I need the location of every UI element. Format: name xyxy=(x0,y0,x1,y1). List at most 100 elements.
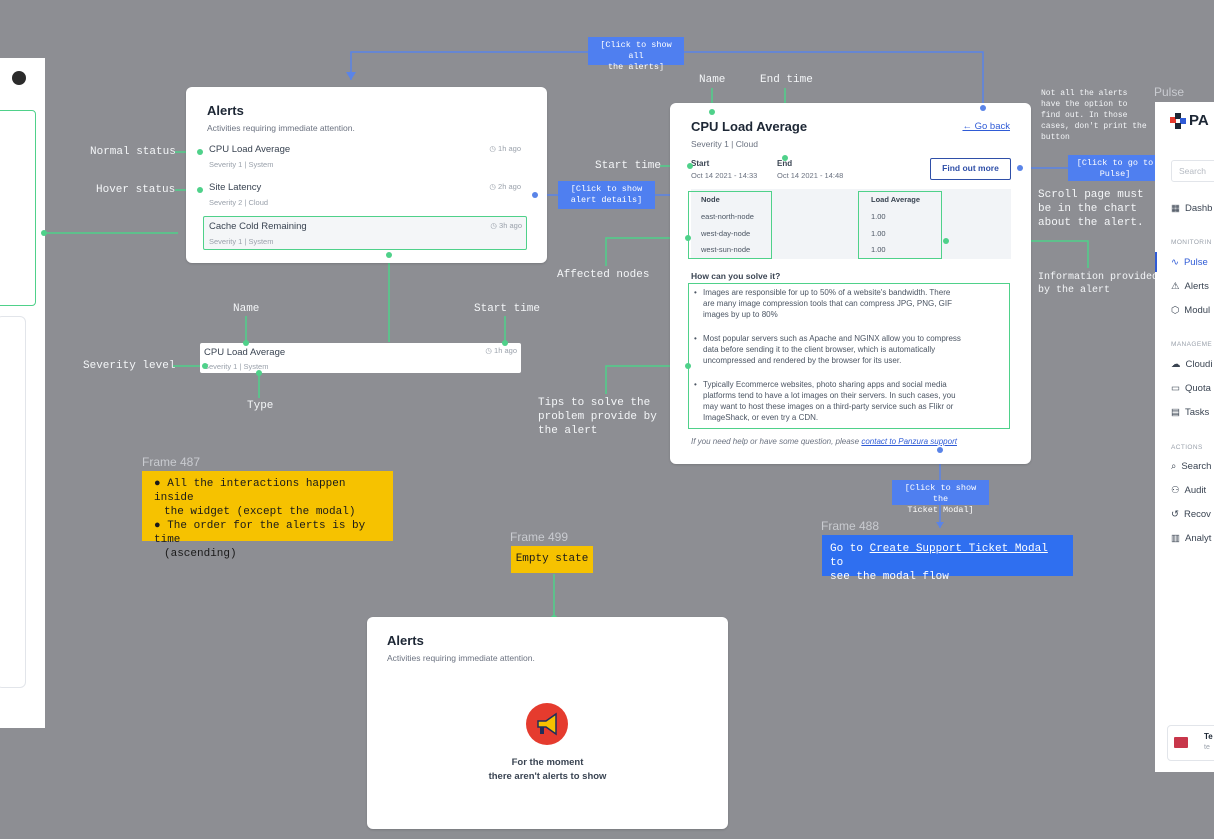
annotation-hover-status: Hover status xyxy=(96,184,176,196)
tip-line: uncompressed and rendered by the browser… xyxy=(703,356,902,365)
user-name: Te xyxy=(1204,732,1213,741)
note-text: Go to xyxy=(830,543,870,555)
alert-row[interactable]: Site Latency Severity 2 | Cloud ◷ 2h ago xyxy=(203,178,525,210)
layers-icon: ▭ xyxy=(1171,383,1180,394)
sidebar-item-pulse[interactable]: ∿ Pulse xyxy=(1171,257,1208,268)
support-link[interactable]: contact to Panzura support xyxy=(861,437,957,446)
note-text: The order for the alerts is by time xyxy=(154,520,366,546)
create-ticket-link[interactable]: Create Support Ticket Modal xyxy=(869,543,1048,555)
search-input[interactable]: Search xyxy=(1171,160,1214,182)
solve-title: How can you solve it? xyxy=(691,271,781,281)
tip-line: may want to host these images on a third… xyxy=(703,402,954,411)
alert-row-anatomy[interactable]: CPU Load Average Severity 1 | System ◷ 1… xyxy=(200,343,521,373)
sidebar-item-label: Search xyxy=(1181,461,1212,472)
table-cell-load: 1.00 xyxy=(871,212,886,221)
logo-text: PA xyxy=(1189,112,1209,129)
connector-dot xyxy=(197,149,203,155)
table-cell-node: west-day-node xyxy=(701,229,751,238)
frame-499-label: Frame 499 xyxy=(510,530,569,544)
sidebar-item-modules[interactable]: ⬡Modul xyxy=(1171,305,1210,316)
alert-meta: Severity 1 | System xyxy=(209,237,274,246)
logo-mark-icon xyxy=(1170,112,1186,129)
avatar[interactable] xyxy=(12,71,26,85)
connector-dot xyxy=(937,447,943,453)
sidebar-item-tasks[interactable]: ▤Tasks xyxy=(1171,407,1209,418)
sidebar-item-recover[interactable]: ↺Recov xyxy=(1171,509,1211,520)
load-column xyxy=(858,191,942,259)
help-text: If you need help or have some question, … xyxy=(691,437,957,446)
annotation-type: Type xyxy=(247,400,274,412)
sidebar-item-label: Pulse xyxy=(1183,257,1208,268)
sidebar-item-alerts[interactable]: ⚠Alerts xyxy=(1171,281,1209,292)
find-out-more-button[interactable]: Find out more xyxy=(930,158,1011,180)
annotation-name: Name xyxy=(233,303,260,315)
alert-meta: Severity 1 | System xyxy=(204,362,269,371)
sidebar-item-audit[interactable]: ⚇Audit xyxy=(1171,485,1206,496)
tip-item: • Most popular servers such as Apache an… xyxy=(694,333,1003,366)
note-text: (ascending) xyxy=(164,548,237,560)
note-line: by the alert xyxy=(1038,285,1111,296)
bar-chart-icon: ▥ xyxy=(1171,533,1180,544)
column-header-node: Node xyxy=(701,195,720,204)
show-ticket-modal-button[interactable]: [Click to show the Ticket Modal] xyxy=(892,480,989,515)
alert-name: Cache Cold Remaining xyxy=(209,221,307,232)
sidebar-item-cloud[interactable]: ☁Cloudi xyxy=(1171,359,1212,370)
show-alert-details-button[interactable]: [Click to show alert details] xyxy=(558,181,655,209)
go-back-link[interactable]: ← Go back xyxy=(962,121,1010,132)
sidebar-item-label: Dashb xyxy=(1184,203,1213,214)
start-value: Oct 14 2021 - 14:33 xyxy=(691,171,758,180)
connector-dot xyxy=(943,238,949,244)
alert-meta: Severity 1 | System xyxy=(209,160,274,169)
annotation-info-provided: Information provided by the alert xyxy=(1038,271,1158,297)
bullet-icon: • xyxy=(694,288,697,297)
annotation-scroll: Scroll page must be in the chart about t… xyxy=(1038,188,1144,230)
detail-title: CPU Load Average xyxy=(691,119,808,134)
connector-dot xyxy=(197,187,203,193)
sidebar-item-dashboard[interactable]: ▦Dashb xyxy=(1171,203,1212,214)
annotation-start-time: Start time xyxy=(474,303,541,315)
note-line: have the option to xyxy=(1041,100,1128,109)
sidebar-item-label: Analyt xyxy=(1184,533,1212,544)
logo: PA xyxy=(1170,112,1209,129)
sidebar-item-label: Cloudi xyxy=(1185,359,1213,370)
user-card[interactable]: Te te xyxy=(1167,725,1214,761)
sidebar-item-label: Tasks xyxy=(1184,407,1210,418)
connector-dot xyxy=(532,192,538,198)
sidebar-item-label: Quota xyxy=(1184,383,1211,394)
show-details-line1: [Click to show xyxy=(570,184,643,194)
sidebar-item-search[interactable]: ⌕ Search xyxy=(1171,461,1211,472)
frame-488-note: Go to Create Support Ticket Modal to see… xyxy=(822,535,1073,583)
partial-widget xyxy=(0,110,36,306)
table-cell-node: west-sun-node xyxy=(701,245,751,254)
alert-row-hover[interactable]: Cache Cold Remaining Severity 1 | System… xyxy=(203,216,527,250)
connector-dot xyxy=(687,163,693,169)
show-all-alerts-button[interactable]: [Click to show all the alerts] xyxy=(588,37,684,72)
show-all-alerts-line1: [Click to show all xyxy=(600,40,672,61)
alerts-widget: Alerts Activities requiring immediate at… xyxy=(186,87,547,263)
go-to-pulse-button[interactable]: [Click to go to Pulse] xyxy=(1068,155,1162,181)
annotation-tips-line3: the alert xyxy=(538,425,598,437)
search-icon: ⌕ xyxy=(1171,461,1177,472)
bullet-icon: • xyxy=(694,380,697,389)
note-bullet: ● The order for the alerts is by time xyxy=(154,520,366,546)
connector-dot xyxy=(980,105,986,111)
tip-line: Most popular servers such as Apache and … xyxy=(703,334,961,343)
tip-line: are many image compression tools that ca… xyxy=(703,299,952,308)
go-pulse-line1: [Click to go to xyxy=(1076,158,1154,168)
frame-487-note: ● All the interactions happen inside the… xyxy=(142,471,393,560)
alert-row[interactable]: CPU Load Average Severity 1 | System ◷ 1… xyxy=(203,140,525,172)
sidebar-item-analytics[interactable]: ▥ Analyt xyxy=(1171,533,1211,544)
connector-dot xyxy=(1017,165,1023,171)
empty-message-line2: there aren't alerts to show xyxy=(488,771,607,782)
alert-time: ◷ 1h ago xyxy=(485,346,517,355)
clock-icon: ◷ xyxy=(490,221,497,230)
pulse-icon: ∿ xyxy=(1171,257,1179,268)
sidebar-section-monitoring: MONITORIN xyxy=(1171,239,1212,246)
clock-icon: ◷ xyxy=(489,144,496,153)
start-label: Start xyxy=(691,159,710,168)
help-prefix: If you need help or have some question, … xyxy=(691,437,862,446)
annotation-severity-level: Severity level xyxy=(83,360,176,372)
frame-487-label: Frame 487 xyxy=(142,455,201,469)
tip-item: • Typically Ecommerce websites, photo sh… xyxy=(694,379,1003,423)
sidebar-item-quota[interactable]: ▭ Quota xyxy=(1171,383,1211,394)
